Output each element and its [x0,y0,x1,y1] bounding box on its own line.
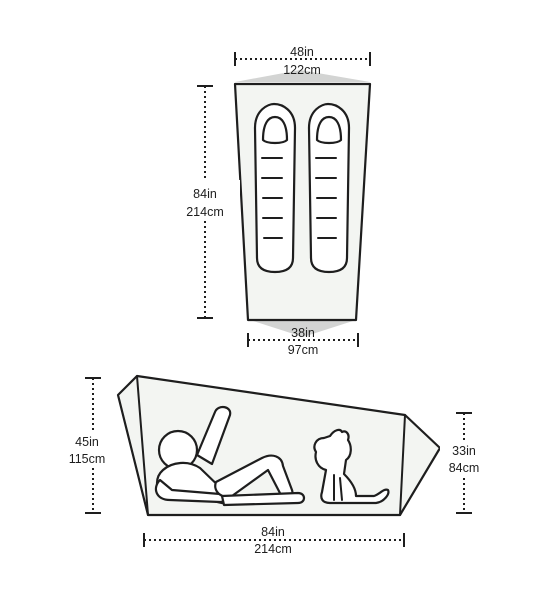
person-figure [154,405,306,507]
foot-height-dimension: 33in 84cm [440,412,490,514]
bottom-width-dimension: 38in 97cm [247,326,359,357]
side-length-metric: 214cm [254,542,292,556]
bottom-width-metric: 97cm [288,343,319,357]
head-end-wedge [235,70,370,82]
bottom-width-imperial: 38in [291,326,315,340]
sleeping-bag-right [307,102,351,274]
side-length-imperial: 84in [261,525,285,539]
dog-figure [313,428,390,505]
floor-plan-view: 48in 122cm 84in 214cm 38in 97cm [170,45,372,357]
top-width-metric: 122cm [283,63,321,77]
head-height-metric: 115cm [69,452,106,466]
floor-length-dimension: 84in 214cm [170,85,240,319]
side-length-dimension: 84in 214cm [143,525,405,556]
top-width-imperial: 48in [290,45,314,59]
head-height-imperial: 45in [75,435,99,449]
sleeping-bag-left [253,102,297,274]
head-height-dimension: 45in 115cm [60,377,126,514]
foot-end-wedge [250,320,356,337]
side-profile-view: 45in 115cm 33in 84cm 84in 214cm [60,374,490,556]
foot-height-metric: 84cm [449,461,480,475]
floor-length-metric: 214cm [186,205,224,219]
top-width-dimension: 48in 122cm [234,45,371,77]
floor-length-imperial: 84in [193,187,217,201]
foot-height-imperial: 33in [452,444,476,458]
